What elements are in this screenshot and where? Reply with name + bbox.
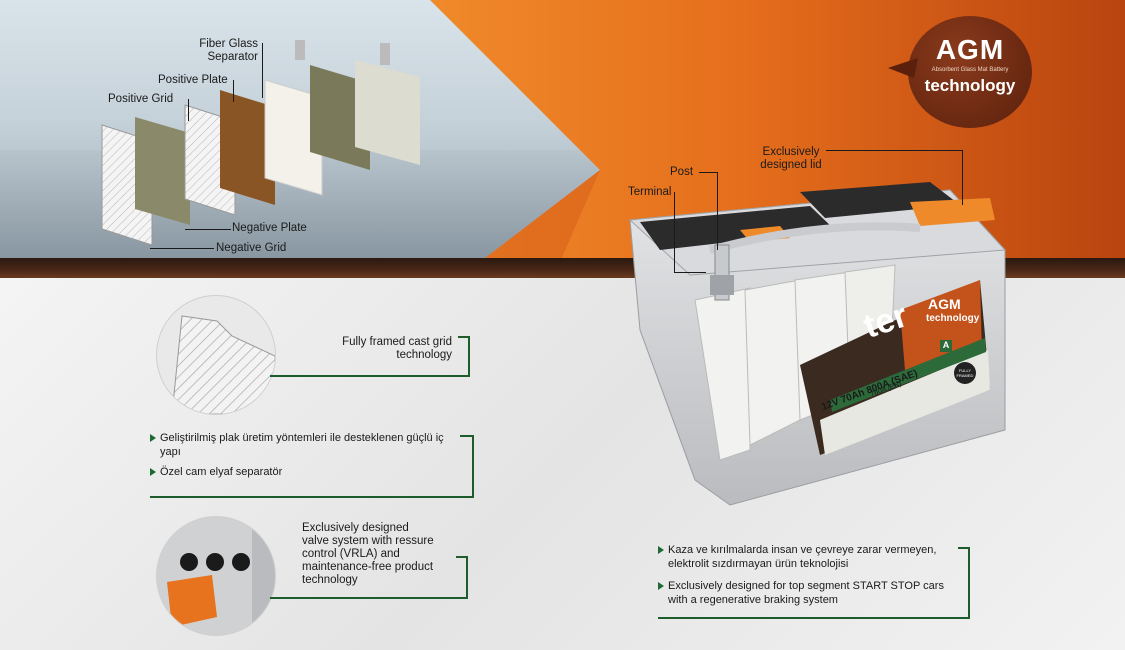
separator-shape	[264, 79, 323, 196]
plate-stack-2	[355, 60, 420, 165]
battery-illustration	[628, 182, 1007, 506]
badge-title: AGM	[935, 34, 1005, 65]
valve-icon	[157, 517, 275, 635]
badge-subtitle: Absorbent Glass Mat Battery	[931, 67, 1009, 73]
bullet-arrow-icon	[150, 434, 156, 442]
right-connector-right	[968, 547, 970, 619]
label-post: Post	[670, 166, 694, 178]
badge-pointer	[888, 58, 918, 78]
label-lid: Exclusively designed lid	[760, 146, 822, 171]
label-negative-grid: Negative Grid	[216, 242, 287, 254]
feature-valve-image	[156, 516, 276, 636]
label-positive-plate: Positive Plate	[158, 74, 228, 86]
cast-grid-icon	[171, 315, 275, 414]
feature3-connector-right	[466, 556, 468, 599]
feature1-connector-bottom	[270, 375, 470, 377]
battery-class-badge: A	[940, 340, 952, 352]
right-bullets: Kaza ve kırılmalarda insan ve çevreye za…	[658, 543, 958, 607]
leader-positive-grid	[188, 99, 189, 121]
feature-grid-image	[156, 295, 276, 415]
label-positive-grid: Positive Grid	[108, 93, 174, 105]
right-connector-bottom	[658, 617, 970, 619]
leader-post-v	[717, 172, 718, 250]
right-connector-top	[958, 547, 970, 549]
battery-agm-text: AGM	[928, 296, 961, 312]
feature2-bullets: Geliştirilmiş plak üretim yöntemleri ile…	[150, 431, 460, 479]
feature2-connector-top	[460, 435, 474, 437]
feature1-text: Fully framed cast grid technology	[342, 336, 452, 361]
feature3-connector-top	[456, 556, 468, 558]
label-terminal: Terminal	[628, 186, 672, 198]
negative-plate-shape	[135, 117, 190, 225]
right-bullet: Exclusively designed for top segment STA…	[658, 579, 958, 607]
hero-banner: Fiber Glass Separator Positive Plate Pos…	[0, 0, 1125, 262]
feature1-connector-right	[468, 336, 470, 377]
leader-negative-plate	[185, 229, 231, 230]
leader-terminal-v	[674, 192, 675, 272]
leader-separator	[262, 43, 263, 98]
leader-lid-v	[962, 150, 963, 205]
bullet-arrow-icon	[150, 468, 156, 476]
agm-badge: AGM Absorbent Glass Mat Battery technolo…	[908, 16, 1032, 128]
feature2-connector-bottom	[150, 496, 474, 498]
exploded-plates-illustration	[101, 40, 420, 246]
label-fiber-glass-separator: Fiber Glass Separator	[199, 38, 258, 63]
bullet-arrow-icon	[658, 546, 664, 554]
feature2-connector-right	[472, 435, 474, 498]
label-negative-plate: Negative Plate	[232, 222, 307, 234]
leader-negative-grid	[150, 248, 214, 249]
feature3-text: Exclusively designed valve system with r…	[302, 522, 434, 586]
feature2-bullet: Özel cam elyaf separatör	[150, 465, 460, 479]
leader-positive-plate	[233, 80, 234, 102]
feature2-bullet: Geliştirilmiş plak üretim yöntemleri ile…	[150, 431, 460, 459]
leader-post-h	[699, 172, 717, 173]
battery-fully-framed-badge: FULLY FRAMED	[954, 362, 976, 384]
badge-tagline: technology	[924, 76, 1016, 95]
leader-terminal-h	[674, 272, 706, 273]
feature1-connector-top	[458, 336, 470, 338]
leader-lid-h	[826, 150, 962, 151]
feature3-connector-bottom	[270, 597, 468, 599]
positive-plate-shape	[220, 90, 275, 205]
bullet-arrow-icon	[658, 582, 664, 590]
right-bullet: Kaza ve kırılmalarda insan ve çevreye za…	[658, 543, 958, 571]
battery-technology-text: technology	[926, 313, 980, 324]
